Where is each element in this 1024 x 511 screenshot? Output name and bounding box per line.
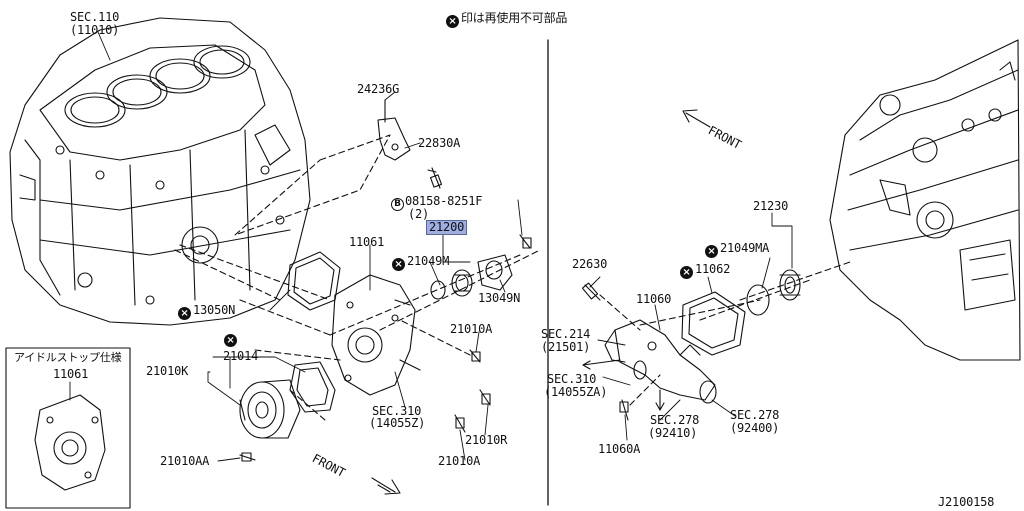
- alignment-dashes-upper: [234, 134, 391, 236]
- gasket-13050n: [287, 251, 341, 311]
- part-11062[interactable]: ×11062: [680, 263, 730, 279]
- part-22630[interactable]: 22630: [572, 257, 608, 271]
- sensor-22630: [581, 282, 601, 301]
- sec-278-a-ref: (92410): [648, 426, 698, 440]
- water-pump-21010k: [239, 379, 301, 439]
- o-ring-21049ma: [746, 284, 770, 316]
- sec-310-right-ref: (14055ZA): [544, 385, 608, 399]
- sec-310-left-ref: (14055Z): [369, 416, 426, 430]
- front-arrow-left: [371, 477, 401, 495]
- part-13050n[interactable]: ×13050N: [178, 304, 235, 320]
- sec-278-b-ref: (92400): [730, 421, 780, 435]
- part-21010r[interactable]: 21010R: [465, 433, 508, 447]
- part-24236g[interactable]: 24236G: [357, 82, 400, 96]
- inset-part-11061[interactable]: 11061: [53, 367, 89, 381]
- sec-310-left[interactable]: SEC.310: [372, 404, 422, 418]
- part-21010aa[interactable]: 21010AA: [160, 454, 210, 468]
- bolt-11060a: [619, 399, 629, 421]
- x-circle-icon: ×: [224, 334, 237, 347]
- inset-title: アイドルストップ仕様: [14, 351, 122, 364]
- part-21230[interactable]: 21230: [753, 199, 789, 213]
- part-11060a[interactable]: 11060A: [598, 442, 641, 456]
- engine-block-left: [9, 17, 311, 326]
- part-08158-qty: (2): [408, 207, 430, 221]
- x-circle-icon: ×: [705, 245, 718, 258]
- bolt-08158: [519, 234, 532, 249]
- inset-housing-11061: [34, 394, 106, 491]
- bracket-24236g: [377, 99, 411, 161]
- cover-13049n: [477, 254, 513, 291]
- sec-278-b[interactable]: SEC.278: [730, 408, 780, 422]
- part-21010a-top[interactable]: 21010A: [450, 322, 493, 336]
- sec-278-a[interactable]: SEC.278: [650, 413, 700, 427]
- leader-lines: [69, 91, 793, 462]
- x-circle-icon: ×: [680, 266, 693, 279]
- x-circle-icon: ×: [392, 258, 405, 271]
- part-21049m[interactable]: ×21049M: [392, 255, 449, 271]
- reuse-note: ×印は再使用不可部品: [446, 12, 567, 28]
- water-outlet-11060: [604, 319, 717, 404]
- diagram-id: J2100158: [938, 495, 995, 509]
- o-ring-21049m: [430, 280, 446, 300]
- part-21049ma[interactable]: ×21049MA: [705, 242, 769, 258]
- part-21010k[interactable]: 21010K: [146, 364, 189, 378]
- part-21200-highlight[interactable]: 21200: [426, 220, 468, 235]
- x-mark-21014: ×: [224, 331, 239, 347]
- bolt-22830a: [427, 167, 443, 189]
- part-11061[interactable]: 11061: [349, 235, 385, 249]
- part-11060[interactable]: 11060: [636, 292, 672, 306]
- x-circle-icon: ×: [178, 307, 191, 320]
- part-22830a[interactable]: 22830A: [418, 136, 461, 150]
- sec-214[interactable]: SEC.214: [541, 327, 591, 341]
- inset-frame: [5, 347, 131, 509]
- part-21014[interactable]: 21014: [223, 349, 259, 363]
- outlet-arrows: [582, 359, 665, 411]
- thermostat-21200: [451, 269, 473, 297]
- sec-110: SEC.110: [70, 10, 120, 24]
- alignment-dashes: [174, 244, 541, 421]
- sec-310-right[interactable]: SEC.310: [547, 372, 597, 386]
- alignment-dashes-right: [599, 261, 851, 406]
- engine-block-right: [829, 39, 1021, 361]
- part-21010a-bottom[interactable]: 21010A: [438, 454, 481, 468]
- front-arrow-right: [682, 109, 711, 128]
- gasket-21014: [289, 361, 336, 413]
- bolt-b-icon: B: [391, 198, 404, 211]
- sec-110-ref: (11010): [70, 23, 120, 37]
- x-circle-icon: ×: [446, 15, 459, 28]
- sec-214-ref: (21501): [541, 340, 591, 354]
- gasket-11062: [681, 291, 746, 356]
- part-13049n[interactable]: 13049N: [478, 291, 521, 305]
- bolts-21010: [239, 349, 491, 462]
- water-housing-11061: [331, 274, 421, 396]
